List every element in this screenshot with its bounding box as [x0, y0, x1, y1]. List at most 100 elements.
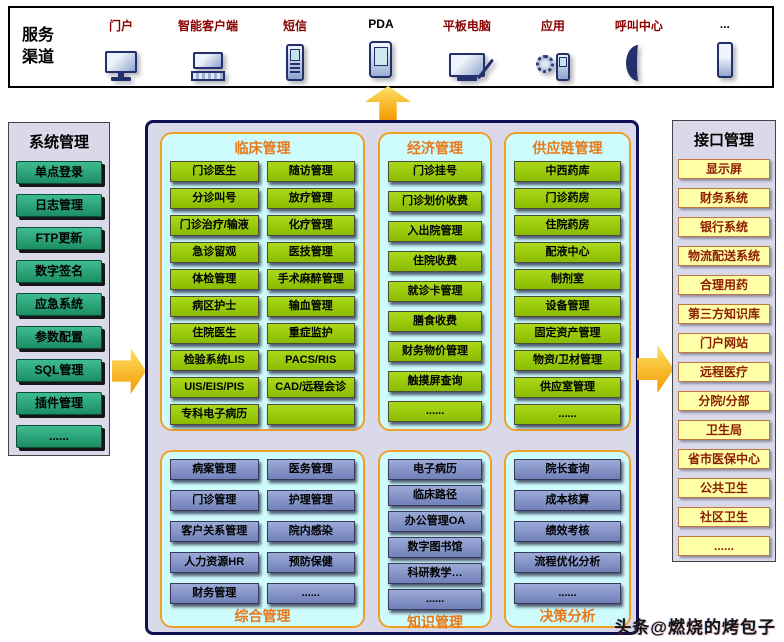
- module-button: 院内感染: [266, 521, 355, 542]
- module-button: 电子病历: [388, 459, 482, 480]
- service-channels-title-line: 服务: [22, 27, 55, 45]
- icon-part: [535, 55, 554, 73]
- group-decision: 院长查询成本核算绩效考核流程优化分析......决策分析: [504, 450, 631, 628]
- workstation-icon: [190, 37, 225, 81]
- icon-part: [190, 71, 225, 81]
- module-button: 供应室管理: [514, 377, 621, 398]
- group-title: 综合管理: [234, 608, 291, 624]
- module-button: 流程优化分析: [514, 552, 621, 573]
- module-button: 设备管理: [514, 296, 621, 317]
- module-button: 专科电子病历: [170, 404, 259, 425]
- channel-label: 短信: [282, 19, 307, 33]
- module-button: 科研教学…: [388, 563, 482, 584]
- device-icon: [716, 34, 733, 78]
- module-button: 入出院管理: [388, 221, 482, 242]
- tablet-icon: [448, 37, 495, 81]
- interface-module-button: 省市医保中心: [678, 449, 770, 469]
- flow-arrow-right-icon: [637, 345, 674, 393]
- module-button: 重症监护: [266, 323, 355, 344]
- interface-module-button: 远程医疗: [678, 362, 770, 382]
- module-button: PACS/RIS: [266, 350, 355, 371]
- icon-part: [190, 52, 225, 81]
- interface-module-button: 合理用药: [678, 275, 770, 295]
- module-button: [266, 404, 355, 425]
- module-button: 中西药库: [514, 161, 621, 182]
- module-button: 门诊药房: [514, 188, 621, 209]
- system-module-button: FTP更新: [16, 227, 102, 250]
- icon-part: [555, 53, 570, 81]
- module-button: ......: [266, 583, 355, 604]
- module-button: 医技管理: [266, 242, 355, 263]
- module-button: 住院收费: [388, 251, 482, 272]
- module-button: ......: [514, 404, 621, 425]
- group-title: 临床管理: [234, 140, 291, 156]
- module-button: ......: [388, 401, 482, 422]
- module-button: 门诊医生: [170, 161, 259, 182]
- channel-smart-client: 智能客户端: [178, 17, 238, 81]
- module-button: 人力资源HR: [170, 552, 259, 573]
- module-button: ......: [514, 583, 621, 604]
- module-button: 院长查询: [514, 459, 621, 480]
- icon-part: [117, 73, 124, 77]
- system-module-button: 参数配置: [16, 326, 102, 349]
- module-button: 制剂室: [514, 269, 621, 290]
- channel-sms: 短信: [266, 17, 324, 81]
- icon-part: [535, 53, 570, 81]
- module-button: 护理管理: [266, 490, 355, 511]
- service-channels-title: 服务 渠道: [10, 25, 78, 68]
- channel-more: ...: [696, 17, 754, 78]
- icon-part: [289, 49, 300, 61]
- icon-part: [448, 53, 495, 81]
- module-button: 输血管理: [266, 296, 355, 317]
- interface-module-button: 显示屏: [678, 159, 770, 179]
- icon-part: [626, 45, 651, 81]
- channel-app: 应用: [524, 17, 582, 81]
- system-module-button: 单点登录: [16, 161, 102, 184]
- interface-module-button: 银行系统: [678, 217, 770, 237]
- module-button: UIS/EIS/PIS: [170, 377, 259, 398]
- module-button: 客户关系管理: [170, 521, 259, 542]
- module-button: 物资/卫材管理: [514, 350, 621, 371]
- icon-part: [716, 42, 733, 78]
- group-clinical: 临床管理门诊医生分诊叫号门诊治疗/输液急诊留观体检管理病区护士住院医生检验系统L…: [160, 132, 365, 431]
- system-module-button: ......: [16, 425, 102, 448]
- module-button: 临床路径: [388, 485, 482, 506]
- module-button: 数字图书馆: [388, 537, 482, 558]
- channel-label: PDA: [368, 17, 394, 31]
- interface-module-button: ......: [678, 536, 770, 556]
- system-module-button: 数字签名: [16, 260, 102, 283]
- handset-icon: [626, 37, 651, 81]
- group-title: 供应链管理: [532, 140, 603, 156]
- interface-management-items: 显示屏财务系统银行系统物流配送系统合理用药第三方知识库门户网站远程医疗分院/分部…: [673, 159, 775, 556]
- flow-arrow-up-icon: [365, 86, 411, 120]
- icon-part: [104, 51, 137, 73]
- module-button: 预防保健: [266, 552, 355, 573]
- group-title: 经济管理: [407, 140, 463, 156]
- channel-label: 门户: [108, 19, 133, 33]
- interface-module-button: 第三方知识库: [678, 304, 770, 324]
- interface-module-button: 公共卫生: [678, 478, 770, 498]
- icon-part: [104, 51, 137, 81]
- channel-label: ...: [719, 17, 730, 31]
- interface-module-button: 门户网站: [678, 333, 770, 353]
- pda-icon: [369, 34, 393, 78]
- module-button: 财务管理: [170, 583, 259, 604]
- module-button: 门诊治疗/输液: [170, 215, 259, 236]
- icon-part: [558, 57, 567, 67]
- module-button: 病案管理: [170, 459, 259, 480]
- module-button: 配液中心: [514, 242, 621, 263]
- channel-tablet: 平板电脑: [438, 17, 496, 81]
- module-button: 随访管理: [266, 161, 355, 182]
- channel-label: 应用: [540, 19, 565, 33]
- icon-part: [289, 63, 300, 74]
